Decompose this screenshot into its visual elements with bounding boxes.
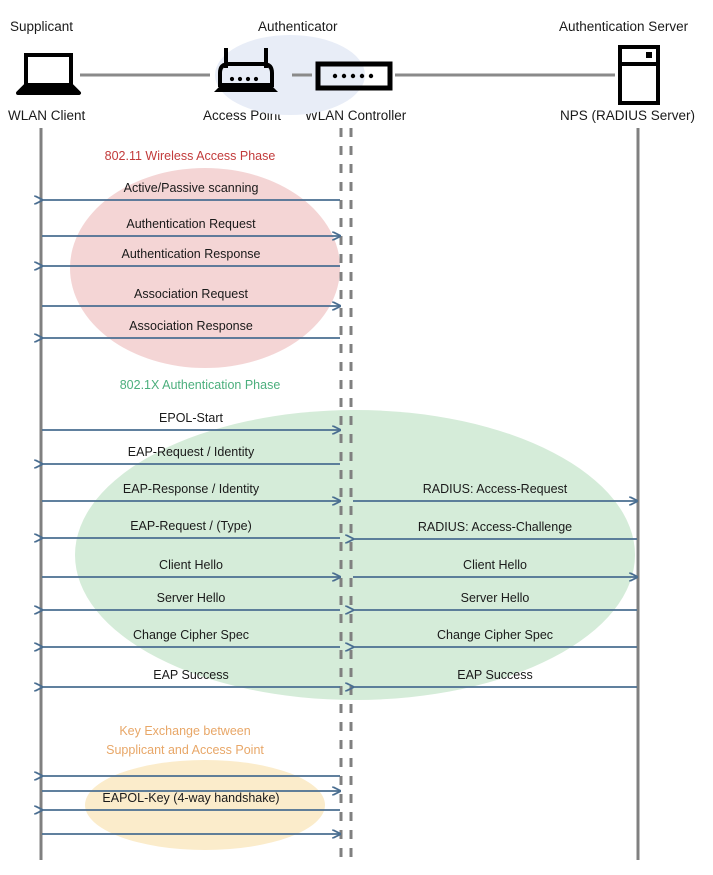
message-label: EAP-Request / Identity bbox=[127, 445, 255, 459]
message-label: Association Response bbox=[129, 319, 253, 333]
message-label: Change Cipher Spec bbox=[132, 628, 250, 642]
message-label: RADIUS: Access-Request bbox=[422, 482, 568, 496]
wireless-router-icon bbox=[214, 48, 278, 92]
laptop-icon bbox=[16, 53, 81, 95]
phase-label-key-exchange-line2: Supplicant and Access Point bbox=[106, 743, 264, 757]
message-label: EAPOL-Key (4-way handshake) bbox=[102, 791, 280, 805]
message-label: EAP Success bbox=[457, 668, 533, 682]
message-label: Change Cipher Spec bbox=[436, 628, 554, 642]
message-label: Client Hello bbox=[159, 558, 223, 572]
message-arrow-layer bbox=[42, 200, 637, 834]
phase-ellipse-wireless-access bbox=[70, 168, 340, 368]
phase-label-dot1x-authentication: 802.1X Authentication Phase bbox=[119, 378, 281, 392]
message-label: Active/Passive scanning bbox=[123, 181, 259, 195]
message-label: Server Hello bbox=[460, 591, 530, 605]
server-icon bbox=[618, 45, 660, 105]
message-label: EAP-Request / (Type) bbox=[130, 519, 252, 533]
phase-label-wireless-access: 802.11 Wireless Access Phase bbox=[104, 149, 276, 163]
node-label-wlan-client: WLAN Client bbox=[8, 108, 86, 123]
message-label: Authentication Request bbox=[126, 217, 256, 231]
node-label-wlan-controller: WLAN Controller bbox=[305, 108, 407, 123]
phase-label-key-exchange-line1: Key Exchange between bbox=[119, 724, 251, 738]
role-label-authentication-server: Authentication Server bbox=[559, 19, 689, 34]
phase-ellipse-key-exchange bbox=[85, 760, 325, 850]
message-label: EPOL-Start bbox=[159, 411, 223, 425]
message-label: Server Hello bbox=[156, 591, 226, 605]
authenticator-halo bbox=[215, 35, 365, 115]
message-label: EAP Success bbox=[153, 668, 229, 682]
switch-controller-icon bbox=[315, 61, 393, 91]
message-label: Association Request bbox=[134, 287, 248, 301]
role-label-supplicant: Supplicant bbox=[10, 19, 74, 34]
node-label-nps-radius-server: NPS (RADIUS Server) bbox=[560, 108, 696, 123]
message-label: EAP-Response / Identity bbox=[122, 482, 260, 496]
phase-label-key-exchange: Key Exchange between Supplicant and Acce… bbox=[106, 722, 264, 760]
role-label-authenticator: Authenticator bbox=[258, 19, 338, 34]
message-label: Authentication Response bbox=[121, 247, 261, 261]
message-label: Client Hello bbox=[463, 558, 527, 572]
message-label: RADIUS: Access-Challenge bbox=[417, 520, 573, 534]
phase-ellipse-dot1x-authentication bbox=[75, 410, 635, 700]
